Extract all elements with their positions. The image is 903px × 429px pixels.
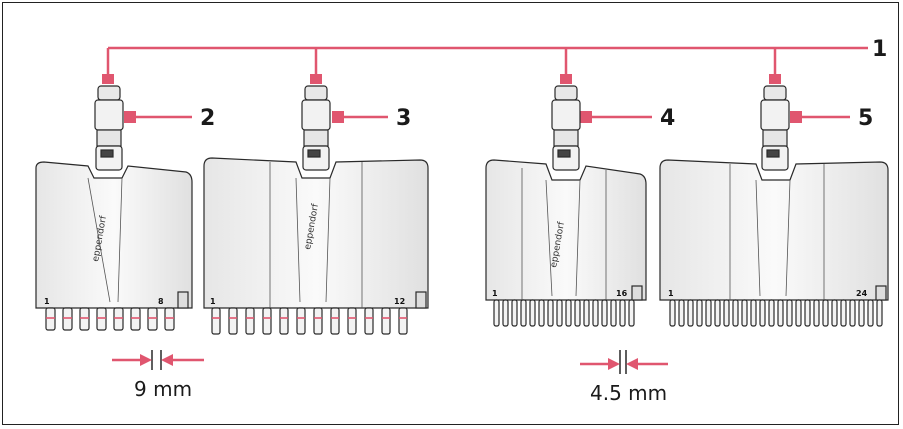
callout-4-label: 4 xyxy=(660,106,675,131)
callout-3-label: 3 xyxy=(396,106,411,131)
callout-5-label: 5 xyxy=(858,106,873,131)
channel-first-head-3: 1 xyxy=(492,289,498,298)
pipette-head-16-channel xyxy=(485,85,647,327)
pipette-head-24-channel xyxy=(659,85,889,327)
figure-frame xyxy=(2,2,899,425)
channel-last-head-3: 16 xyxy=(616,289,628,298)
callout-1-label: 1 xyxy=(872,37,887,62)
pipette-head-12-channel xyxy=(203,85,429,335)
channel-first-head-1: 1 xyxy=(44,297,50,306)
pipette-head-8-channel xyxy=(35,85,193,331)
dimension-9mm-marker xyxy=(112,350,204,370)
channel-first-head-2: 1 xyxy=(210,297,216,306)
dimension-9mm-label: 9 mm xyxy=(134,377,192,401)
callout-markers-2-5 xyxy=(124,111,802,123)
channel-last-head-2: 12 xyxy=(394,297,405,306)
channel-last-head-1: 8 xyxy=(158,297,164,306)
dimension-4-5mm-label: 4.5 mm xyxy=(590,381,667,405)
channel-last-head-4: 24 xyxy=(856,289,868,298)
callout-2-label: 2 xyxy=(200,106,215,131)
channel-first-head-4: 1 xyxy=(668,289,674,298)
callout-1-leader xyxy=(106,46,868,80)
connector-markers xyxy=(102,74,781,84)
dimension-4-5mm-marker xyxy=(580,350,668,374)
